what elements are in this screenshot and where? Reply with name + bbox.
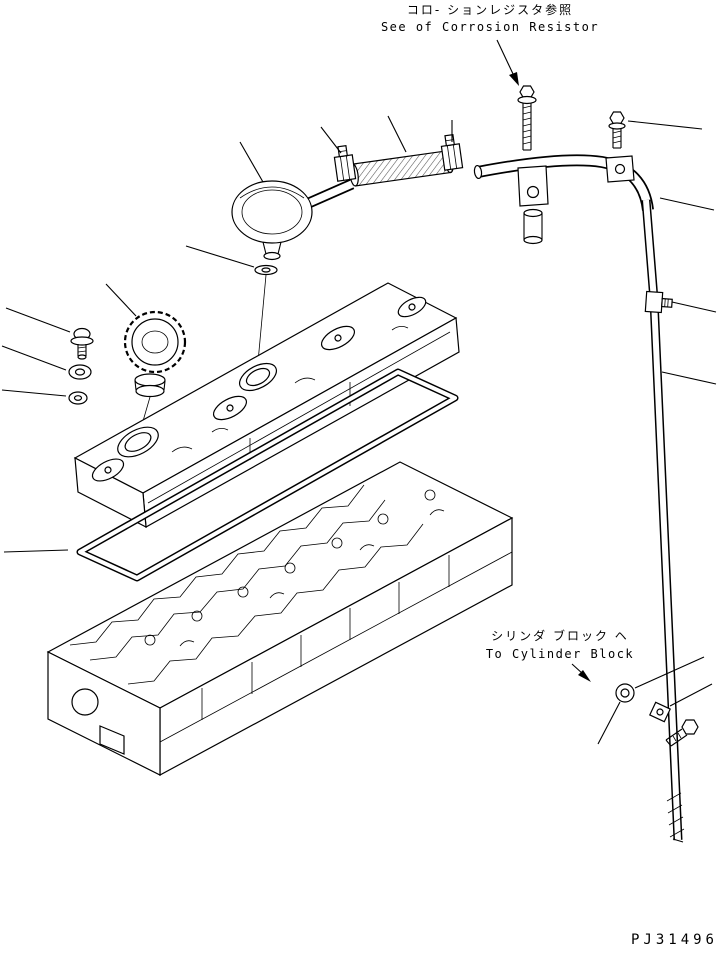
- flange-bolt: [608, 111, 703, 149]
- cover-boss: [320, 325, 356, 351]
- leader-line: [105, 283, 137, 317]
- leader-line: [627, 120, 703, 130]
- annotation-corrosion-resistor-en: See of Corrosion Resistor: [381, 20, 599, 34]
- leader-line: [1, 389, 67, 397]
- cover-boss: [212, 395, 248, 421]
- leader-line: [239, 141, 264, 183]
- leader-line: [634, 656, 705, 689]
- bracket-plate: [605, 155, 635, 183]
- cover-boss: [91, 458, 125, 482]
- leader-line: [597, 701, 621, 745]
- clamp-bracket: [648, 683, 713, 723]
- annotation-cylinder-block-jp: シリンダ ブロック ヘ: [491, 628, 629, 643]
- hex-bolt: [665, 719, 699, 747]
- mounting-bracket: [517, 165, 549, 207]
- leader-line: [669, 683, 713, 707]
- leader-line: [320, 126, 342, 154]
- sealing-washer-large: [1, 345, 92, 380]
- annotation-corrosion-resistor-jp: コロ- ションレジスタ参照: [407, 2, 573, 17]
- breather-hose: [349, 115, 454, 187]
- arrow-head-icon: [509, 72, 519, 86]
- cover-gasket: [3, 368, 459, 582]
- leader-line: [671, 301, 717, 313]
- cylinder-head: [46, 461, 514, 777]
- arrow-head-icon: [578, 670, 591, 682]
- leader-line: [659, 197, 715, 211]
- plug-bolt: [5, 307, 94, 360]
- annotation-cylinder-block-en: To Cylinder Block: [486, 647, 634, 661]
- leader-line: [3, 549, 69, 553]
- grommet: [185, 245, 278, 363]
- tube-clamp: [644, 290, 717, 314]
- leader-line: [185, 245, 255, 268]
- sealing-washer-small: [1, 389, 88, 405]
- hose-clamp-left: [320, 126, 357, 182]
- leader-line: [661, 371, 717, 385]
- annotation-cylinder-block: シリンダ ブロック ヘ To Cylinder Block: [486, 628, 634, 682]
- hose-clamp-right: [440, 120, 464, 171]
- drawing-number: PJ31496: [631, 932, 718, 948]
- annotation-corrosion-resistor: コロ- ションレジスタ参照 See of Corrosion Resistor: [381, 2, 599, 86]
- leader-line: [5, 307, 71, 333]
- leader-line: [1, 345, 67, 371]
- corrosion-resistor-bolt: [517, 85, 537, 151]
- oil-filler-cap: [105, 283, 187, 429]
- leader-line: [387, 115, 407, 153]
- spacer-collar: [523, 208, 543, 245]
- breather-cover: [231, 141, 355, 261]
- cover-boss: [397, 296, 427, 318]
- arrow-line: [496, 39, 515, 77]
- cover-opening-left: [117, 426, 159, 458]
- cover-opening-center: [239, 362, 277, 392]
- eyelet-ring: [597, 656, 705, 745]
